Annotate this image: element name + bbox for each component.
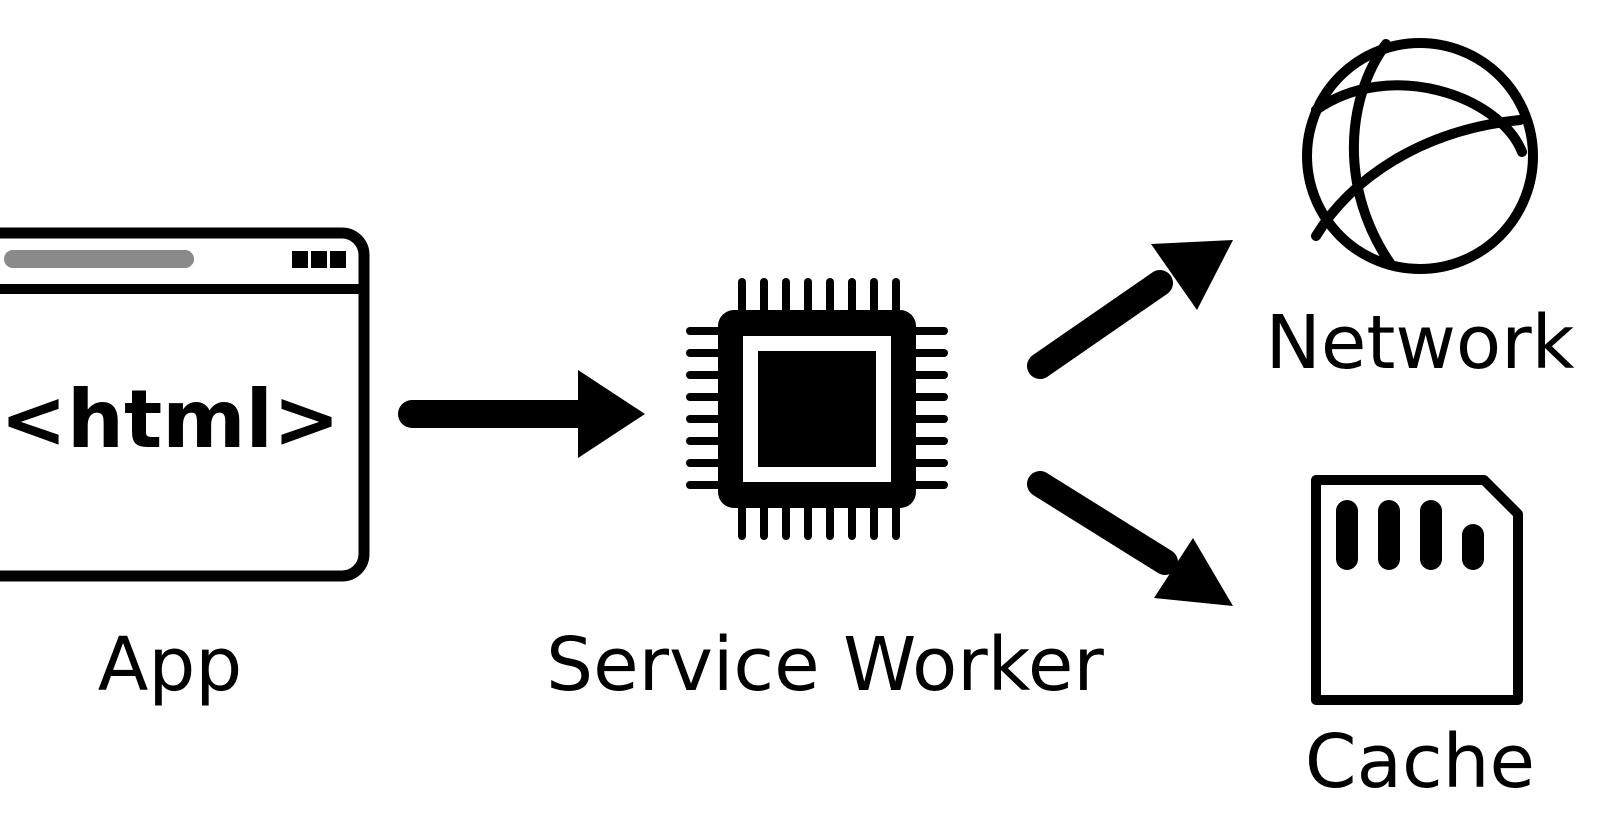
window-frame: [0, 227, 370, 582]
chip-pin: [870, 278, 878, 316]
arrow-service-worker-to-network: [1027, 240, 1233, 379]
chip-pin: [686, 437, 724, 445]
chip-pin: [910, 371, 948, 379]
address-bar: [4, 250, 194, 268]
chip-pin: [910, 459, 948, 467]
chip-pin: [826, 278, 834, 316]
service-worker-label: Service Worker: [546, 622, 1104, 708]
chip-pin: [910, 437, 948, 445]
chip-pin: [848, 278, 856, 316]
cache-label: Cache: [1304, 719, 1536, 805]
chip-pin: [826, 502, 834, 540]
network-label: Network: [1265, 300, 1575, 386]
chip-pin: [760, 278, 768, 316]
arrow-app-to-service-worker: [398, 370, 645, 458]
chip-pin: [870, 502, 878, 540]
window-code-text: <html>: [0, 373, 341, 466]
sd-contact: [1336, 500, 1358, 570]
sd-card-icon: [1311, 475, 1523, 705]
globe-icon: [1302, 38, 1538, 274]
chip-pin: [782, 502, 790, 540]
arrow-service-worker-to-cache: [1027, 471, 1233, 606]
sd-contact: [1420, 500, 1442, 570]
sd-contact: [1378, 500, 1400, 570]
chip-pin: [910, 393, 948, 401]
chip-pin: [848, 502, 856, 540]
chip-pin: [686, 415, 724, 423]
chip-pin: [738, 278, 746, 316]
chip-pin: [686, 481, 724, 489]
chip-pin: [686, 327, 724, 335]
chip-pin: [892, 278, 900, 316]
chip-pin: [804, 278, 812, 316]
chip-core: [758, 351, 876, 467]
sd-contact: [1462, 524, 1484, 570]
app-label: App: [97, 622, 243, 708]
cpu-chip-icon: [686, 278, 948, 540]
chip-pin: [910, 349, 948, 357]
chip-pin: [686, 393, 724, 401]
chip-pin: [804, 502, 812, 540]
chip-pin: [760, 502, 768, 540]
chip-pin: [738, 502, 746, 540]
chip-pin: [686, 349, 724, 357]
chip-pin: [686, 371, 724, 379]
chip-pin: [910, 481, 948, 489]
window-controls-icon: [292, 251, 346, 268]
chip-pin: [686, 459, 724, 467]
browser-window-icon: [0, 227, 370, 582]
chip-pin: [782, 278, 790, 316]
chip-pin: [910, 415, 948, 423]
chip-pin: [892, 502, 900, 540]
chip-pins: [686, 278, 948, 540]
chip-pin: [910, 327, 948, 335]
